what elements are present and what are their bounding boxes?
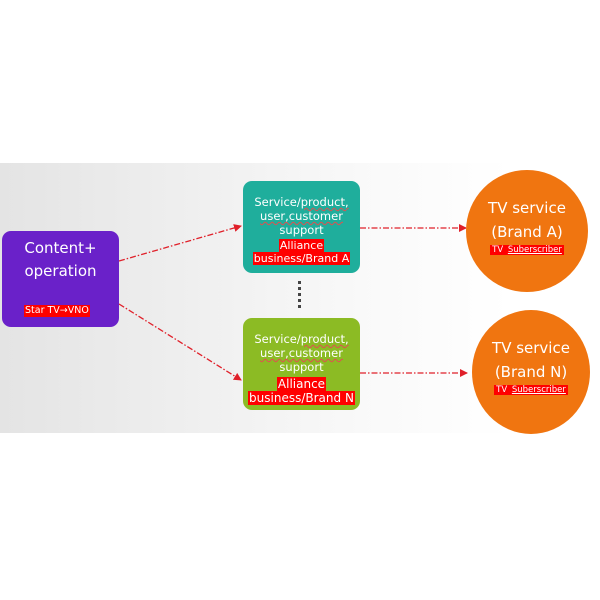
content-operation-title: Content+ operation xyxy=(2,237,119,283)
tv-subscriber-prefix: TV xyxy=(495,385,511,395)
tv-service-title-line2: (Brand N) xyxy=(494,363,568,381)
alliance-tag: Alliance business/Brand A xyxy=(252,239,351,265)
tv-service-title-line1: TV service xyxy=(492,339,570,357)
alliance-tag: Alliance business/Brand N xyxy=(248,377,355,405)
content-title-line1: Content+ xyxy=(24,239,97,257)
content-operation-node: Content+ operation Star TV→VNO xyxy=(2,231,119,327)
service-title-prefix: Service/ xyxy=(254,195,301,209)
alliance-tag-line2: business/Brand N xyxy=(248,391,355,405)
tv-service-node-brand-n: TV service (Brand N) TV Suberscriber xyxy=(472,310,590,434)
tv-subscriber-word: Suberscriber xyxy=(506,245,563,255)
tv-subscriber-tag: TV Suberscriber xyxy=(472,385,590,395)
star-tv-vno-tag: Star TV→VNO xyxy=(24,305,90,317)
service-title: Service/product, user,customer support xyxy=(243,181,360,237)
ellipsis-dot xyxy=(298,299,301,302)
tv-service-title: TV service (Brand A) xyxy=(466,196,588,244)
alliance-tag-line2: business/Brand A xyxy=(252,251,351,265)
alliance-tag-line1: Alliance xyxy=(276,377,327,391)
service-title-underlined: product, xyxy=(300,195,349,209)
tv-service-title-line1: TV service xyxy=(488,199,566,217)
service-title-line3: support xyxy=(279,223,324,237)
ellipsis-dot xyxy=(298,281,301,284)
service-title-line2: user,customer xyxy=(260,346,343,360)
ellipsis-dot xyxy=(298,287,301,290)
service-title-line2: user,customer xyxy=(260,209,343,223)
tv-service-node-brand-a: TV service (Brand A) TV Suberscriber xyxy=(466,170,588,292)
service-title-prefix: Service/ xyxy=(254,332,301,346)
service-node-brand-n: Service/product, user,customer support A… xyxy=(243,318,360,410)
ellipsis-dot xyxy=(298,305,301,308)
alliance-tag-line1: Alliance xyxy=(278,239,325,252)
tv-subscriber-tag: TV Suberscriber xyxy=(466,245,588,255)
service-title-line3: support xyxy=(279,360,324,374)
service-title: Service/product, user,customer support xyxy=(243,318,360,374)
vertical-ellipsis xyxy=(298,281,302,315)
tv-subscriber-word: Suberscriber xyxy=(510,385,567,395)
tv-subscriber-prefix: TV xyxy=(491,245,507,255)
tv-service-title: TV service (Brand N) xyxy=(472,336,590,384)
service-node-brand-a: Service/product, user,customer support A… xyxy=(243,181,360,273)
ellipsis-dot xyxy=(298,293,301,296)
content-title-line2: operation xyxy=(24,262,97,280)
tv-service-title-line2: (Brand A) xyxy=(491,223,563,241)
service-title-underlined: product, xyxy=(300,332,349,346)
